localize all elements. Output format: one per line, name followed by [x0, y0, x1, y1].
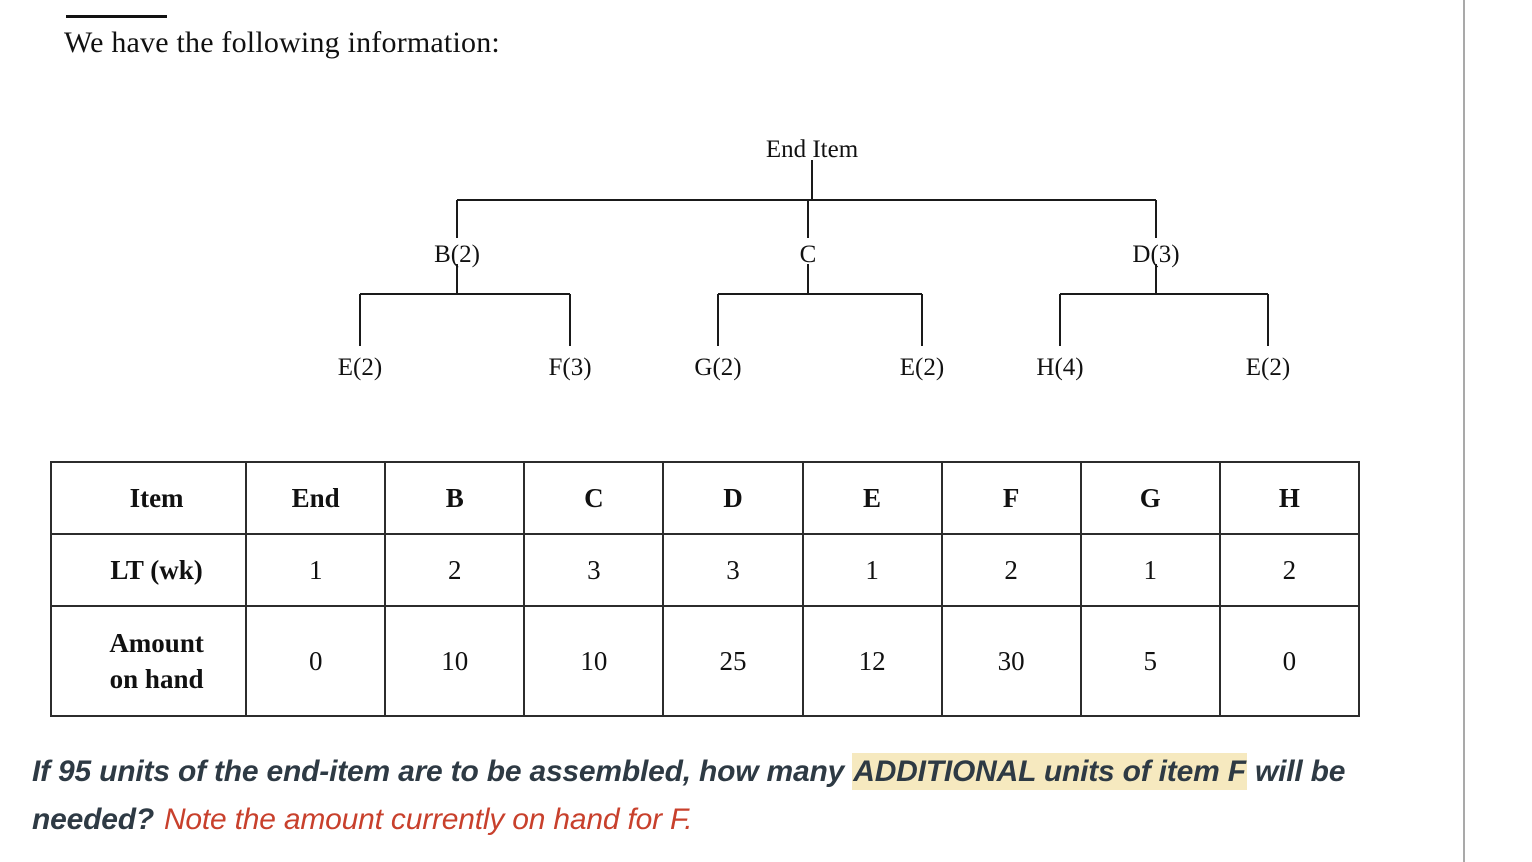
- amt-d: 25: [662, 605, 804, 717]
- amt-f: 30: [940, 605, 1082, 717]
- tree-node-e-under-d: E(2): [1246, 354, 1290, 381]
- amt-b: 10: [384, 605, 526, 717]
- lt-h: 2: [1218, 533, 1361, 607]
- table-header-b: B: [384, 461, 526, 535]
- tree-node-c: C: [800, 241, 817, 268]
- table-row-lead-time: LT (wk) 1 2 3 3 1 2 1 2: [49, 533, 1361, 607]
- question-highlight: ADDITIONAL units of item F: [852, 753, 1247, 790]
- heading-rule: [66, 15, 167, 18]
- item-data-table: Item End B C D E F G H LT (wk) 1 2 3 3 1…: [49, 461, 1361, 717]
- amt-end: 0: [245, 605, 387, 717]
- table-header-row: Item End B C D E F G H: [49, 461, 1361, 535]
- lt-e: 1: [801, 533, 943, 607]
- row-label-lt: LT (wk): [49, 533, 248, 607]
- intro-text: We have the following information:: [64, 26, 500, 59]
- lt-d: 3: [662, 533, 804, 607]
- question-part1: If 95 units of the end-item are to be as…: [32, 755, 853, 788]
- row-label-amount-line2: on hand: [109, 664, 204, 694]
- question-part2: will be needed?: [32, 755, 1346, 836]
- tree-node-f-under-b: F(3): [548, 354, 591, 381]
- row-label-amount-line1: Amount: [109, 627, 204, 658]
- row-label-amount-on-hand: Amount on hand: [49, 605, 248, 717]
- lt-end: 1: [245, 533, 387, 607]
- bom-tree-diagram: End Item B(2) C D(3) E(2) F(3) G(2) E(2)…: [0, 120, 1460, 390]
- table-header-c: C: [523, 461, 665, 535]
- tree-node-b: B(2): [434, 241, 480, 268]
- table-header-h: H: [1218, 461, 1361, 535]
- table-header-f: F: [940, 461, 1082, 535]
- amt-e: 12: [801, 605, 943, 717]
- tree-node-g-under-c: G(2): [694, 354, 741, 381]
- tree-node-h-under-d: H(4): [1036, 354, 1083, 381]
- table-header-g: G: [1079, 461, 1221, 535]
- tree-connector-lines: [358, 160, 1270, 346]
- amt-c: 10: [523, 605, 665, 717]
- table-header-end: End: [245, 461, 387, 535]
- lt-f: 2: [940, 533, 1082, 607]
- amt-g: 5: [1079, 605, 1221, 717]
- page-divider: [1463, 0, 1465, 862]
- table-header-item: Item: [49, 461, 248, 535]
- amt-h: 0: [1218, 605, 1361, 717]
- lt-c: 3: [523, 533, 665, 607]
- table-header-d: D: [662, 461, 804, 535]
- table-row-amount-on-hand: Amount on hand 0 10 10 25 12 30 5 0: [49, 605, 1361, 717]
- tree-node-d: D(3): [1132, 241, 1179, 268]
- tree-node-e-under-c: E(2): [900, 354, 944, 381]
- question-prompt: If 95 units of the end-item are to be as…: [32, 748, 1432, 844]
- table-header-e: E: [801, 461, 943, 535]
- tree-node-end-item: End Item: [766, 136, 859, 163]
- lt-g: 1: [1079, 533, 1221, 607]
- lt-b: 2: [384, 533, 526, 607]
- tree-node-e-under-b: E(2): [338, 354, 382, 381]
- question-note: Note the amount currently on hand for F.: [163, 803, 693, 836]
